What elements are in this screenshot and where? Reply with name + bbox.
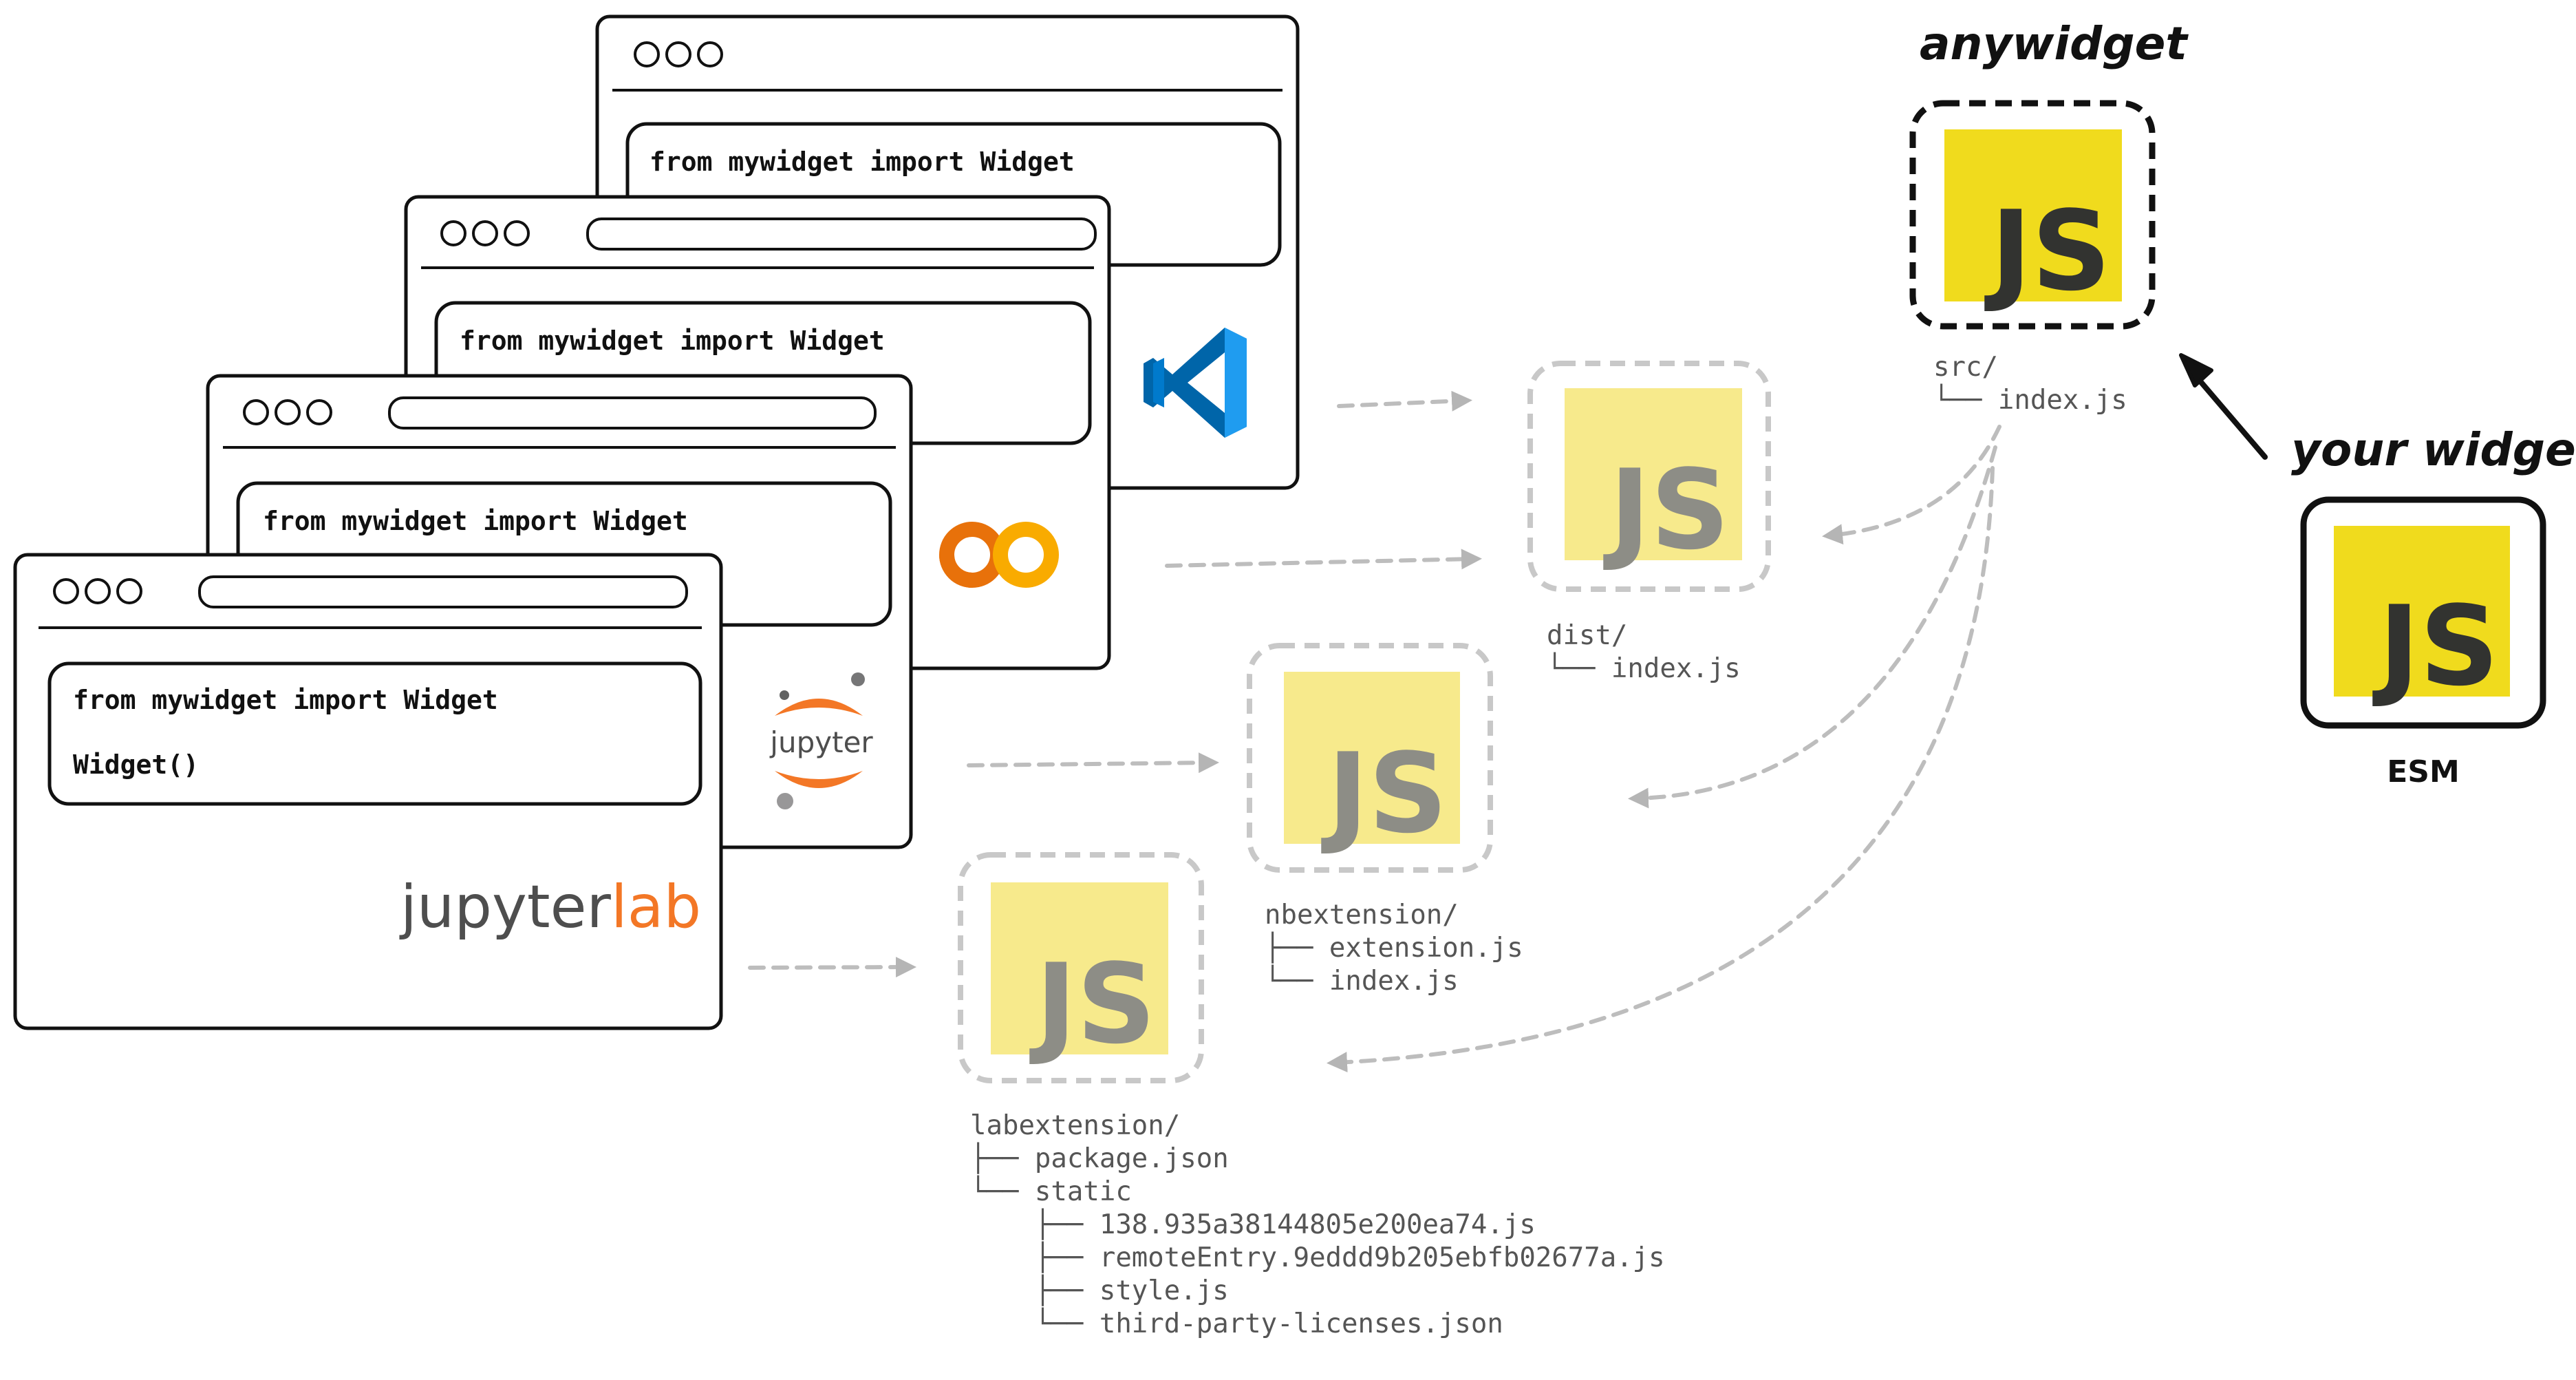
arrow-jupyterlab-to-labextension xyxy=(748,957,916,978)
code-line: from mywidget import Widget xyxy=(73,685,498,715)
nbextension-bundle: JS nbextension/ ├── extension.js └── ind… xyxy=(1247,643,1523,997)
code-line: from mywidget import Widget xyxy=(460,326,885,356)
js-icon-label: JS xyxy=(2372,582,2499,710)
dashed-frame xyxy=(1247,643,1493,873)
js-icon xyxy=(1284,672,1460,844)
your-widget-block: your widget JS ESM xyxy=(2291,423,2576,789)
labextension-tree-line: labextension/ xyxy=(970,1110,1180,1141)
code-line: Widget() xyxy=(73,750,199,780)
js-icon-label: JS xyxy=(1603,445,1730,574)
solid-frame xyxy=(2300,496,2546,729)
dashed-frame xyxy=(958,852,1204,1083)
jupyter-wordmark: jupyter xyxy=(769,725,873,759)
anywidget-tree-line: └── index.js xyxy=(1933,383,2127,416)
window-dots xyxy=(243,399,332,425)
dashed-frame xyxy=(1527,361,1771,592)
window-dots xyxy=(634,41,723,67)
address-bar[interactable] xyxy=(388,396,877,429)
jupyterlab-wordmark: jupyterlab xyxy=(399,873,701,942)
labextension-tree-line: ├── remoteEntry.9eddd9b205ebfb02677a.js xyxy=(970,1241,1665,1273)
notebook-window-4: from mywidget import Widget Widget() jup… xyxy=(13,553,873,1030)
arrow-src-to-dist xyxy=(1822,425,2001,545)
labextension-bundle: JS labextension/ ├── package.json └── st… xyxy=(958,852,1665,1339)
window-dots xyxy=(440,220,530,246)
anywidget-title: anywidget xyxy=(1920,17,2189,70)
anywidget-block: anywidget JS src/ └── index.js xyxy=(1909,17,2189,416)
connector-arrows xyxy=(748,390,2001,1073)
arrow-src-to-labextension xyxy=(1327,466,1995,1073)
code-line: from mywidget import Widget xyxy=(263,506,688,536)
code-cell[interactable] xyxy=(47,661,702,806)
jupyterlab-wordmark-jupyter: jupyter xyxy=(399,873,612,942)
arrow-colab-to-dist xyxy=(1165,549,1482,570)
js-icon-label: JS xyxy=(1029,940,1156,1068)
js-icon xyxy=(1565,388,1742,560)
dist-tree-line: └── index.js xyxy=(1547,652,1741,684)
arrow-vscode-to-dist xyxy=(1337,390,1472,412)
jupyterlab-wordmark-lab: lab xyxy=(611,873,701,942)
dist-bundle: JS dist/ └── index.js xyxy=(1527,361,1771,684)
nbextension-tree-line: └── index.js xyxy=(1265,964,1459,997)
address-bar[interactable] xyxy=(586,217,1097,251)
esm-to-anywidget-arrow xyxy=(2179,353,2268,460)
dashed-frame xyxy=(1909,100,2156,330)
arrow-jupyter-to-nbextension xyxy=(967,752,1219,774)
dist-tree-line: dist/ xyxy=(1547,620,1627,651)
anywidget-tree-line: src/ xyxy=(1933,352,1998,383)
nbextension-tree-line: nbextension/ xyxy=(1265,900,1459,931)
js-icon-label: JS xyxy=(1321,729,1448,858)
code-line: from mywidget import Widget xyxy=(650,147,1075,177)
jupyter-icon: jupyter xyxy=(769,672,873,809)
esm-caption: ESM xyxy=(2387,754,2460,789)
labextension-tree-line: └── static xyxy=(970,1175,1132,1207)
labextension-tree-line: ├── 138.935a38144805e200ea74.js xyxy=(970,1208,1536,1240)
js-icon xyxy=(1944,129,2122,301)
js-icon-label: JS xyxy=(1984,187,2111,315)
address-bar[interactable] xyxy=(198,575,688,608)
labextension-tree-line: ├── package.json xyxy=(970,1142,1229,1174)
nbextension-tree-line: ├── extension.js xyxy=(1265,931,1523,964)
arrow-src-to-nbextension xyxy=(1628,445,1997,809)
window-dots xyxy=(53,578,142,604)
labextension-tree-line: ├── style.js xyxy=(970,1274,1229,1306)
your-widget-title: your widget xyxy=(2291,423,2576,476)
vscode-icon xyxy=(1144,328,1247,438)
labextension-tree-line: └── third-party-licenses.json xyxy=(970,1307,1503,1339)
js-icon xyxy=(2334,526,2510,697)
js-icon xyxy=(991,882,1168,1054)
colab-icon xyxy=(939,522,1059,588)
